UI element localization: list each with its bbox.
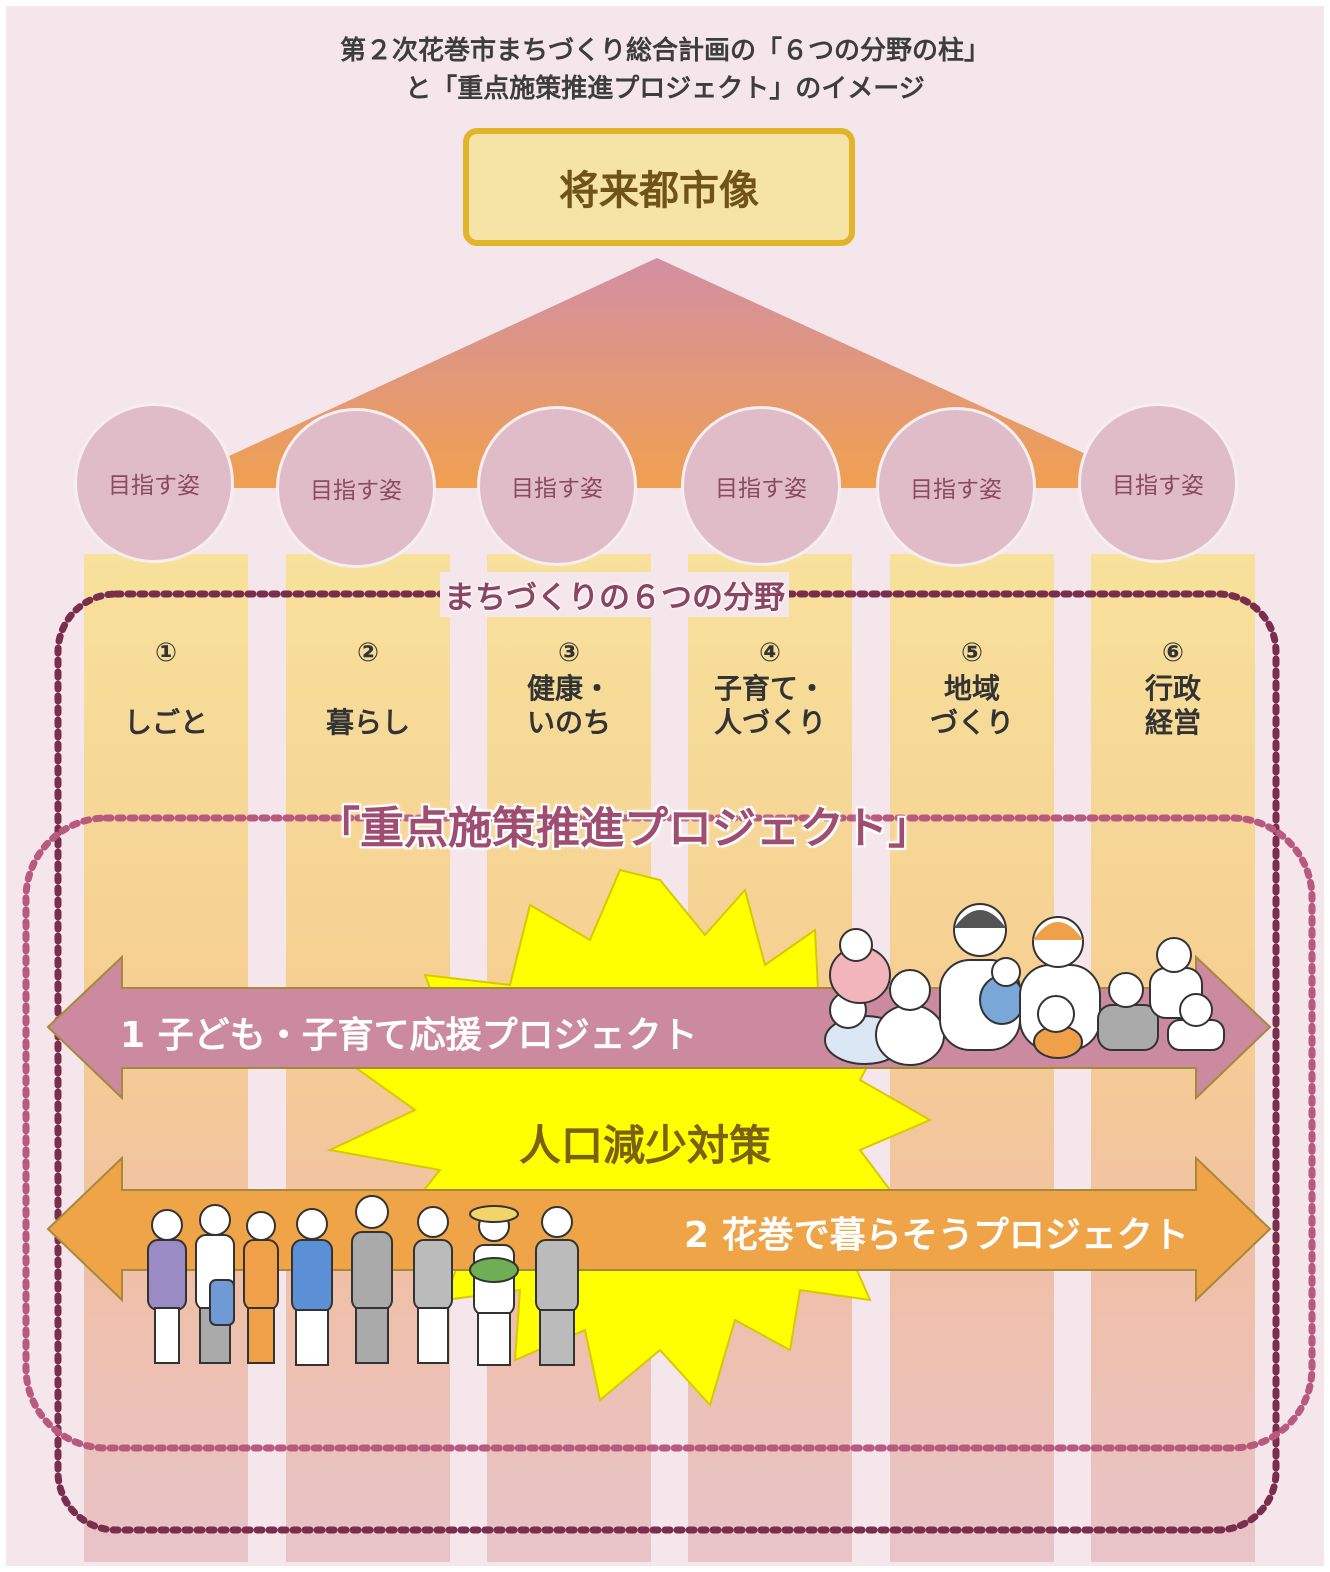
residents-group-illustration — [147, 1195, 579, 1366]
goal-label: 目指す姿 — [108, 473, 200, 499]
field-3-label-line1: 健康・ — [526, 672, 611, 705]
field-6-label-line1: 行政 — [1144, 672, 1201, 705]
field-3-label-line2: いのち — [526, 706, 611, 739]
goal-label: 目指す姿 — [511, 476, 603, 502]
field-4-label-line1: 子育て・ — [713, 672, 826, 705]
goal-circle-1: 目指す姿 — [74, 403, 234, 563]
fields-section-label: まちづくりの６つの分野 — [440, 572, 789, 617]
field-5-label-line1: 地域 — [943, 672, 1000, 705]
field-5-number: ⑤ — [960, 638, 983, 668]
field-4-label-line2: 人づくり — [713, 706, 826, 739]
family-group-illustration — [824, 903, 1225, 1066]
project-dotted-frame — [22, 814, 1316, 1452]
field-3-number: ③ — [557, 638, 580, 668]
center-label: 人口減少対策 — [519, 1121, 772, 1170]
goal-label: 目指す姿 — [1112, 473, 1204, 499]
future-vision-label: 将来都市像 — [559, 168, 759, 214]
field-2-label-line2: 暮らし — [325, 706, 410, 739]
goal-label: 目指す姿 — [715, 476, 807, 502]
field-2-number: ② — [356, 638, 379, 668]
field-4-number: ④ — [758, 638, 781, 668]
goal-circle-2: 目指す姿 — [276, 408, 436, 568]
field-1-label-line2: しごと — [123, 706, 208, 739]
diagram-title-line2: と「重点施策推進プロジェクト」のイメージ — [405, 74, 925, 104]
field-1-number: ① — [154, 638, 177, 668]
goal-label: 目指す姿 — [910, 477, 1002, 503]
goal-circle-6: 目指す姿 — [1078, 403, 1238, 563]
goal-circle-4: 目指す姿 — [681, 406, 841, 566]
project1-label: 1 子ども・子育て応援プロジェクト — [120, 1015, 698, 1056]
goal-circle-3: 目指す姿 — [477, 406, 637, 566]
diagram-title-line1: 第２次花巻市まちづくり総合計画の「６つの分野の柱」 — [339, 36, 990, 66]
field-5-label-line2: づくり — [929, 706, 1014, 739]
goal-label: 目指す姿 — [310, 478, 402, 504]
field-6-label-line2: 経営 — [1144, 706, 1201, 739]
field-6-number: ⑥ — [1161, 638, 1184, 668]
project-section-title: 「重点施策推進プロジェクト」 — [316, 803, 932, 854]
goal-circle-5: 目指す姿 — [876, 407, 1036, 567]
future-vision-box: 将来都市像 — [463, 128, 855, 246]
project2-label: 2 花巻で暮らそうプロジェクト — [684, 1215, 1189, 1256]
